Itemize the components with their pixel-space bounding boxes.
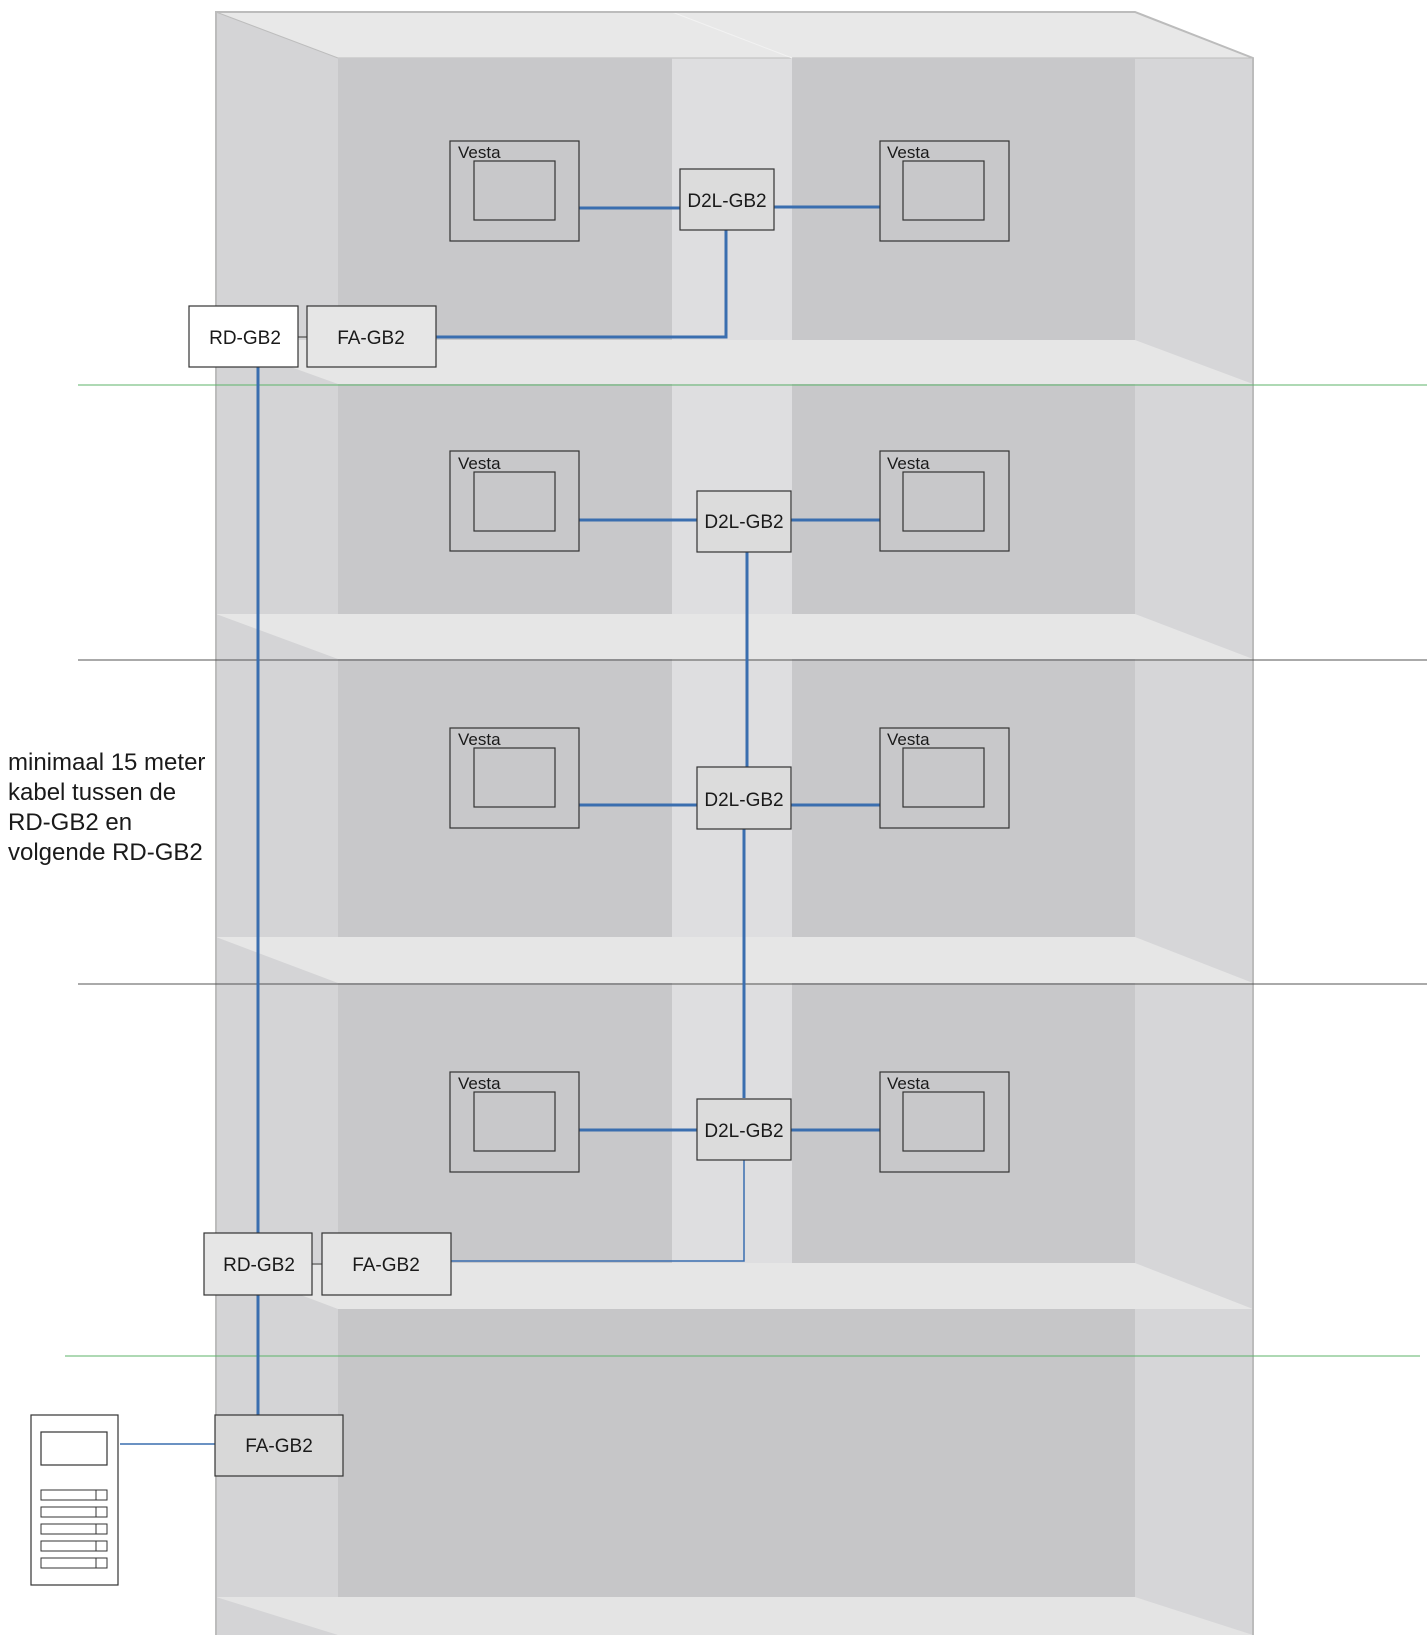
rd-gb2-box: RD-GB2 xyxy=(203,1232,313,1296)
d2l-gb2-box: D2L-GB2 xyxy=(679,168,775,231)
note-line: kabel tussen de xyxy=(8,779,177,806)
d2l-distributors: D2L-GB2 D2L-GB2 D2L-GB2 D2L-GB2 xyxy=(679,168,792,1161)
fa-gb2-box: FA-GB2 xyxy=(321,1232,452,1296)
svg-text:D2L-GB2: D2L-GB2 xyxy=(687,191,766,212)
svg-text:D2L-GB2: D2L-GB2 xyxy=(704,512,783,533)
vesta-monitor: Vesta xyxy=(879,450,1010,552)
cabling xyxy=(120,205,880,1445)
vesta-monitor: Vesta xyxy=(449,140,580,242)
building xyxy=(215,11,1254,1635)
svg-text:Vesta: Vesta xyxy=(887,1074,930,1093)
vesta-monitor: Vesta xyxy=(449,727,580,829)
d2l-gb2-box: D2L-GB2 xyxy=(696,490,792,553)
svg-text:Vesta: Vesta xyxy=(458,454,501,473)
vesta-monitor: Vesta xyxy=(879,727,1010,829)
note-line: volgende RD-GB2 xyxy=(8,839,203,866)
svg-text:Vesta: Vesta xyxy=(458,730,501,749)
cable xyxy=(436,230,728,339)
fa-gb2-box: FA-GB2 xyxy=(214,1414,344,1477)
cable xyxy=(451,1160,745,1262)
d2l-gb2-box: D2L-GB2 xyxy=(696,766,792,830)
d2l-gb2-box: D2L-GB2 xyxy=(696,1098,792,1161)
fa-gb2-box: FA-GB2 xyxy=(306,305,437,368)
vesta-monitor: Vesta xyxy=(449,1071,580,1173)
svg-text:Vesta: Vesta xyxy=(458,1074,501,1093)
svg-text:D2L-GB2: D2L-GB2 xyxy=(704,1121,783,1142)
door-entry-panel-icon xyxy=(30,1414,119,1586)
svg-text:FA-GB2: FA-GB2 xyxy=(245,1436,313,1457)
svg-text:FA-GB2: FA-GB2 xyxy=(337,328,405,349)
note-line: minimaal 15 meter xyxy=(8,749,206,776)
vesta-monitor: Vesta xyxy=(879,140,1010,242)
svg-text:RD-GB2: RD-GB2 xyxy=(209,328,281,349)
note-line: RD-GB2 en xyxy=(8,809,133,836)
vesta-monitor: Vesta xyxy=(879,1071,1010,1173)
vesta-monitor: Vesta xyxy=(449,450,580,552)
svg-text:Vesta: Vesta xyxy=(887,730,930,749)
riser-modules: RD-GB2 FA-GB2 RD-GB2 FA-GB2 FA-GB2 xyxy=(188,305,452,1477)
svg-text:Vesta: Vesta xyxy=(887,454,930,473)
svg-text:Vesta: Vesta xyxy=(887,143,930,162)
svg-text:RD-GB2: RD-GB2 xyxy=(223,1255,295,1276)
svg-text:Vesta: Vesta xyxy=(458,143,501,162)
svg-text:D2L-GB2: D2L-GB2 xyxy=(704,790,783,811)
rd-gb2-box: RD-GB2 xyxy=(188,305,299,368)
svg-text:FA-GB2: FA-GB2 xyxy=(352,1255,420,1276)
vesta-monitors: Vesta Vesta Vesta Vesta Vesta Vesta xyxy=(449,140,1010,1173)
cable-length-note: minimaal 15 meter kabel tussen de RD-GB2… xyxy=(8,748,268,868)
